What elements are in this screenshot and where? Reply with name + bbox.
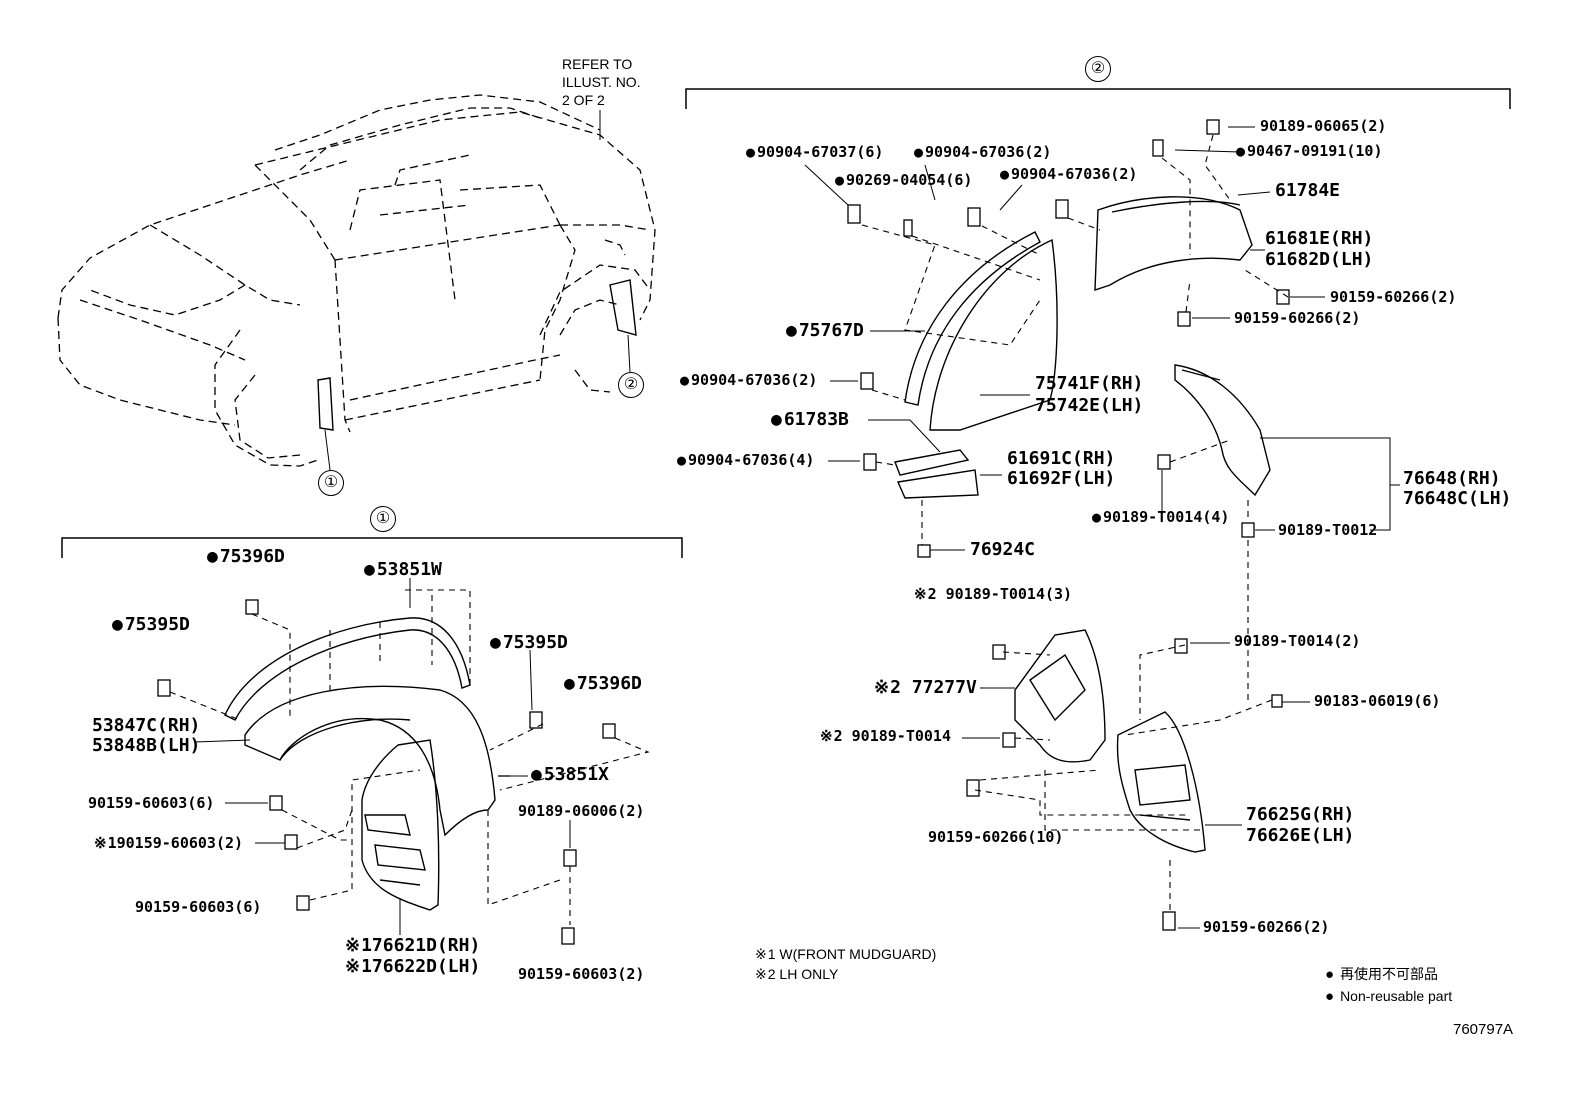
part-label: 176622D(LH) — [345, 958, 480, 976]
part-label: 2 90189-T0014 — [820, 729, 951, 744]
legend-text: Non-reusable part — [1340, 988, 1453, 1004]
part-label: 76625G(RH) — [1246, 804, 1355, 825]
part-label: 61681E(RH) — [1265, 228, 1374, 249]
part-label: 90269-04054(6) — [835, 173, 972, 188]
part-label: 90904-67036(2) — [914, 145, 1051, 160]
part-label: 90159-60603(6) — [135, 898, 262, 916]
section-1-marker: ① — [370, 506, 396, 532]
figure-id: 760797A — [1453, 1021, 1514, 1038]
rear-parts-drawing — [894, 196, 1271, 853]
footnote-2: 2 LH ONLY — [755, 967, 839, 981]
front-liner-drawing — [224, 617, 496, 911]
rear-fender-liner — [1174, 364, 1271, 497]
car-front-mudguard — [317, 377, 334, 431]
part-label: 61692F(LH) — [1007, 468, 1116, 489]
car-callout-2: ② — [618, 372, 644, 398]
part-label: 90159-60266(2) — [1203, 918, 1330, 936]
part-label: 75396D — [207, 548, 285, 566]
part-label: 61691C(RH) — [1007, 448, 1116, 469]
legend-item-english: ● Non-reusable part — [1325, 988, 1452, 1005]
part-label: 90183-06019(6) — [1314, 692, 1441, 710]
rear-upper-extension — [1094, 196, 1253, 291]
part-label: 90904-67036(2) — [1000, 167, 1137, 182]
legend-text: 再使用不可部品 — [1340, 966, 1439, 982]
part-label: 61783B — [771, 411, 849, 429]
vehicle-outline — [57, 94, 656, 467]
part-label: 90904-67036(2) — [680, 373, 817, 388]
part-label: 190159-60603(2) — [94, 836, 243, 851]
lh-mudguard-cover — [1014, 629, 1106, 763]
part-label: 90189-T0014(4) — [1092, 510, 1229, 525]
part-label: 61682D(LH) — [1265, 249, 1374, 270]
part-label: 90189-T0012 — [1278, 521, 1378, 539]
part-label: 76648C(LH) — [1403, 488, 1512, 509]
legend-item-japanese: ● 再使用不可部品 — [1325, 964, 1438, 984]
part-label: 61784E — [1275, 180, 1341, 201]
dot-icon: ● — [1325, 966, 1335, 983]
part-label: 75742E(LH) — [1035, 395, 1144, 416]
footnote-1: 1 W(FRONT MUDGUARD) — [755, 947, 937, 961]
car-rear-mudguard — [609, 279, 637, 336]
part-label: 90904-67036(4) — [677, 453, 814, 468]
rear-extension-piece — [894, 449, 970, 476]
dot-icon: ● — [1325, 988, 1335, 1005]
part-label: 53851X — [531, 766, 609, 784]
part-label: 76924C — [970, 539, 1036, 560]
part-label: 76648(RH) — [1403, 468, 1501, 489]
front-mudguard — [361, 739, 440, 911]
part-label: 176621D(RH) — [345, 937, 480, 955]
rear-arch-moulding — [904, 231, 1041, 406]
car-callout-1: ① — [318, 470, 344, 496]
part-label: 75395D — [112, 616, 190, 634]
part-label: 75767D — [786, 322, 864, 340]
section2-fasteners — [847, 119, 1290, 931]
part-label: 76626E(LH) — [1246, 825, 1355, 846]
part-label: 53848B(LH) — [92, 735, 201, 756]
front-fender-liner — [244, 685, 496, 837]
part-label: 75395D — [490, 634, 568, 652]
part-label: 90159-60603(6) — [88, 794, 215, 812]
part-label: 90159-60266(10) — [928, 828, 1064, 846]
part-label: 2 77277V — [874, 679, 977, 697]
part-label: 90189-T0014(2) — [1234, 632, 1361, 650]
part-label: 90159-60266(2) — [1234, 309, 1361, 327]
part-label: 53847C(RH) — [92, 715, 201, 736]
part-label: 75396D — [564, 675, 642, 693]
part-label: 90189-06065(2) — [1260, 117, 1387, 135]
part-label: 90159-60603(2) — [518, 965, 645, 983]
section-2-bracket — [685, 88, 1511, 109]
refer-note-line-3: 2 OF 2 — [562, 92, 605, 108]
part-label: 2 90189-T0014(3) — [914, 587, 1073, 602]
refer-note-line-2: ILLUST. NO. — [562, 74, 641, 90]
part-label: 75741F(RH) — [1035, 373, 1144, 394]
section-2-marker: ② — [1085, 56, 1111, 82]
part-label: 90467-09191(10) — [1236, 144, 1382, 159]
rear-wheel-opening-moulding — [929, 238, 1058, 431]
refer-note-line-1: REFER TO — [562, 56, 633, 72]
rear-mudguard — [1116, 711, 1206, 853]
part-label: 90904-67037(6) — [746, 145, 883, 160]
part-label: 53851W — [364, 561, 442, 579]
part-label: 90159-60266(2) — [1330, 288, 1457, 306]
part-label: 90189-06006(2) — [518, 802, 645, 820]
section-1-bracket — [61, 537, 683, 558]
